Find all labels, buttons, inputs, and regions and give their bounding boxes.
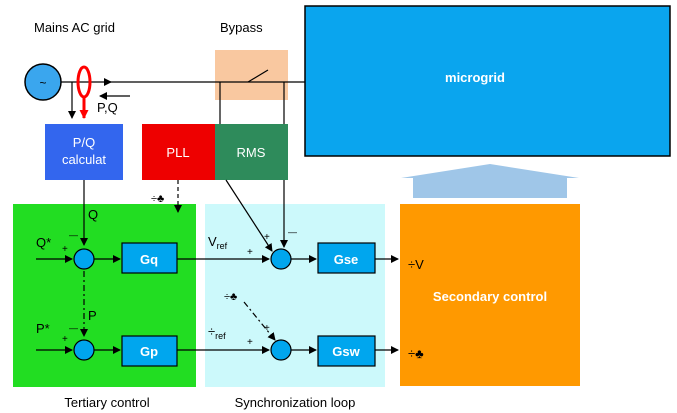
rms-label: RMS [237, 145, 266, 160]
phi-summing-junction [270, 339, 292, 361]
v-minus-sign: — [288, 227, 297, 237]
rms-block [215, 124, 288, 180]
dphi-output-label: ÷♣ [408, 346, 424, 361]
secondary-control-label: Secondary control [433, 289, 547, 304]
v-summing-junction [270, 248, 292, 270]
v-plus-sign-top: + [264, 232, 270, 243]
sync-phase-line [243, 301, 276, 341]
current-sensor-icon [76, 65, 92, 99]
gsw-block [317, 335, 376, 367]
mains-grid-label: Mains AC grid [34, 20, 115, 35]
phi-plus-sign-top: + [264, 323, 270, 334]
gse-block [317, 242, 376, 274]
gp-block [121, 335, 178, 367]
phi-plus-sign-left: + [247, 337, 253, 348]
microgrid-label: microgrid [445, 70, 505, 85]
ac-source-symbol: ~ [39, 76, 46, 90]
q-star-label: Q* [36, 235, 51, 250]
gq-block [121, 242, 178, 274]
p-plus-sign: + [62, 334, 68, 345]
gq-label: Gq [140, 252, 158, 267]
pll-block [142, 124, 215, 180]
pll-label: PLL [166, 145, 189, 160]
dv-output-label: ÷V [408, 257, 424, 272]
up-arrow-icon [401, 164, 579, 198]
gsw-label: Gsw [332, 344, 360, 359]
q-label: Q [88, 207, 98, 222]
v-plus-sign-left: + [247, 247, 253, 258]
secondary-control-region [400, 204, 580, 386]
pq-calculator-block [45, 124, 123, 180]
bypass-label: Bypass [220, 20, 263, 35]
p-star-label: P* [36, 321, 50, 336]
tertiary-control-label: Tertiary control [64, 395, 149, 410]
phi-pll-label: ÷♣ [151, 193, 164, 205]
phiref-label: ÷ref [208, 324, 226, 341]
p-label: P [88, 308, 97, 323]
pq-calc-label-line1: P/Q [73, 135, 95, 150]
pq-arrow-label: P,Q [97, 100, 118, 115]
q-summing-junction [73, 248, 95, 270]
vref-label: Vref [208, 234, 228, 251]
sync-loop-label: Synchronization loop [235, 395, 356, 410]
p-minus-sign: — [69, 323, 78, 333]
gp-label: Gp [140, 344, 158, 359]
gse-label: Gse [334, 252, 359, 267]
q-plus-sign: + [62, 244, 68, 255]
q-minus-sign: — [69, 230, 78, 240]
pll-to-v-line [225, 179, 273, 252]
pq-calc-label-line2: calculat [62, 152, 106, 167]
p-summing-junction [73, 339, 95, 361]
bypass-switch-icon [247, 69, 269, 83]
phi-sync-label: ÷♣ [224, 291, 237, 303]
microgrid-block [304, 5, 671, 157]
bypass-block [215, 50, 288, 100]
